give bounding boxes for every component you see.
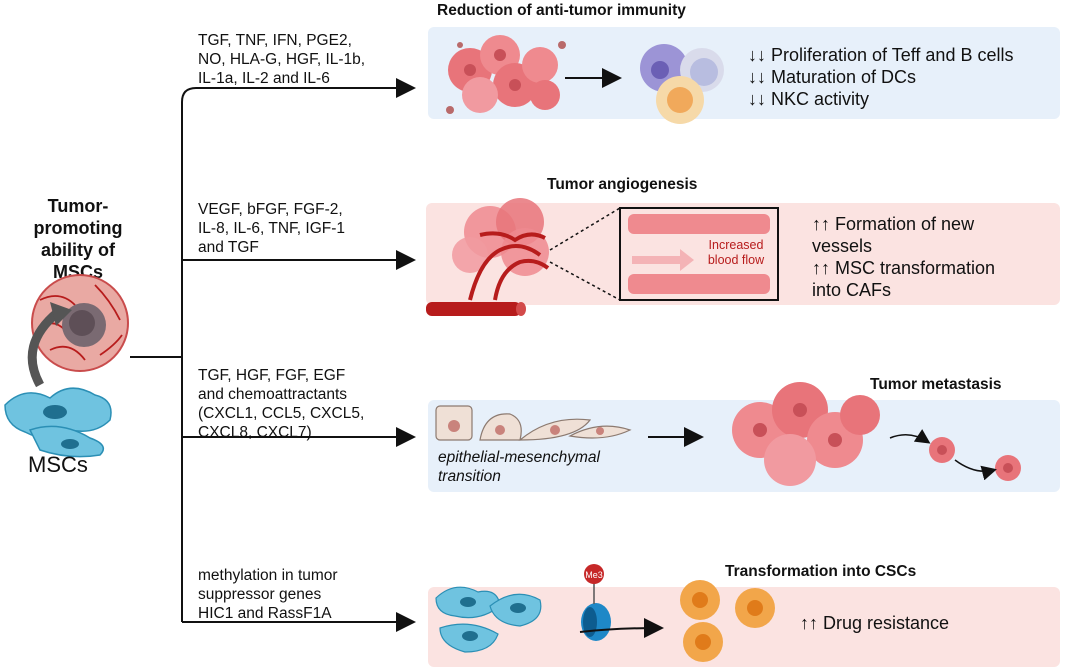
methyl-badge <box>584 564 604 584</box>
emt-cells <box>435 405 632 441</box>
methyl-badge-label: Me3 <box>585 570 603 580</box>
msc-cells <box>4 387 112 458</box>
factors-csc: methylation in tumor suppressor genes HI… <box>198 567 338 622</box>
metastatic-tumor <box>732 382 1021 486</box>
title-angiogenesis: Tumor angiogenesis <box>547 176 698 193</box>
factors-angiogenesis: VEGF, bFGF, FGF-2, IL-8, IL-6, TNF, IGF-… <box>198 201 346 256</box>
vascular-tumor <box>426 198 550 316</box>
effects-immunity: ↓↓ Proliferation of Teff and B cells ↓↓ … <box>748 45 1014 109</box>
inset-blood-flow-label: Increased blood flow <box>707 238 765 267</box>
factors-immunity: TGF, TNF, IFN, PGE2, NO, HLA-G, HGF, IL-… <box>198 32 366 87</box>
mscs-label: MSCs <box>28 452 88 477</box>
effects-csc: ↑↑ Drug resistance <box>800 613 950 633</box>
msc-cells-csc <box>435 586 542 653</box>
curved-arrow-icon <box>27 308 61 388</box>
tumor-illustration <box>31 274 129 372</box>
immune-cells <box>640 44 724 124</box>
nucleosome-icon <box>579 580 664 641</box>
emt-label: epithelial-mesenchymal transition <box>438 449 600 485</box>
csc-cells <box>680 580 775 662</box>
effects-angiogenesis: ↑↑ Formation of new vessels ↑↑ MSC trans… <box>812 214 996 300</box>
factors-metastasis: TGF, HGF, FGF, EGF and chemoattractants … <box>198 367 365 441</box>
title-immunity: Reduction of anti-tumor immunity <box>437 2 686 19</box>
tumor-cluster-1 <box>446 35 566 114</box>
title-metastasis: Tumor metastasis <box>870 376 1002 393</box>
title-csc: Transformation into CSCs <box>725 563 917 580</box>
